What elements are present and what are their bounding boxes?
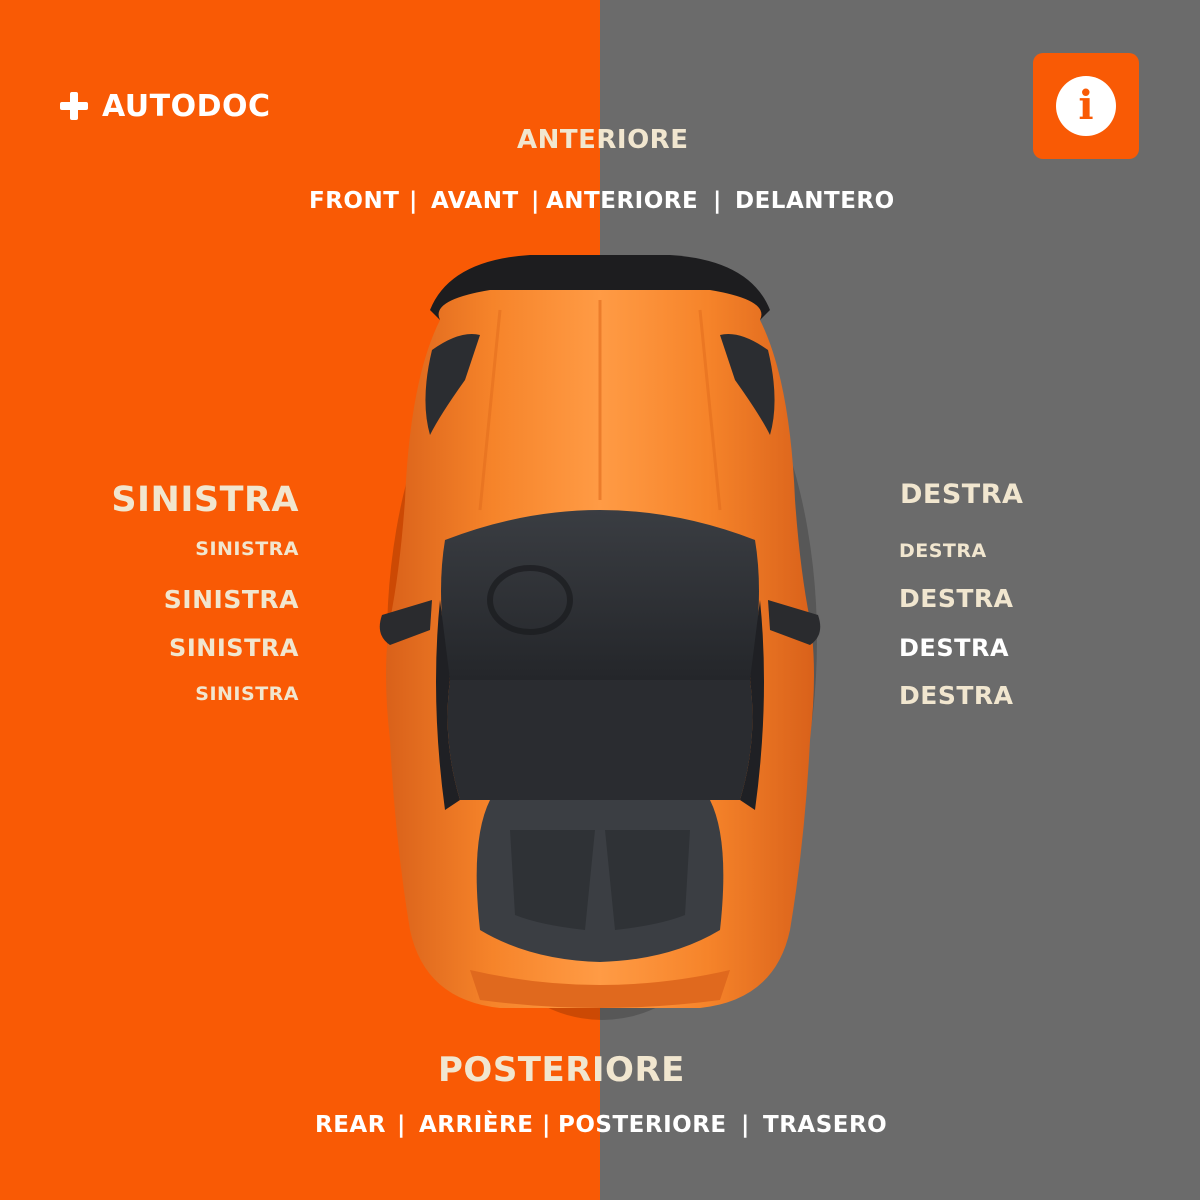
right-label-2: DESTRA xyxy=(899,540,987,562)
left-label-5: SINISTRA xyxy=(195,683,299,705)
plus-cross-icon xyxy=(60,92,88,120)
front-translation-es: DELANTERO xyxy=(735,188,895,214)
rear-translation-it: POSTERIORE xyxy=(558,1112,727,1138)
rear-translation-es: TRASERO xyxy=(763,1112,888,1138)
car-top-view-image xyxy=(379,255,821,1020)
left-label-3: SINISTRA xyxy=(163,585,299,614)
rear-translation-fr: ARRIÈRE xyxy=(419,1112,534,1138)
right-label-5: DESTRA xyxy=(899,681,1014,710)
info-button[interactable]: i xyxy=(1033,53,1139,159)
front-separator-3: | xyxy=(713,188,722,214)
front-separator-2: | xyxy=(531,188,540,214)
info-glyph: i xyxy=(1078,82,1094,129)
left-label-1: SINISTRA xyxy=(111,480,299,520)
rear-separator-1: | xyxy=(397,1112,406,1138)
front-separator-1: | xyxy=(409,188,418,214)
right-label-3: DESTRA xyxy=(899,584,1014,613)
right-label-4: DESTRA xyxy=(899,634,1010,662)
front-translation-it: ANTERIORE xyxy=(546,188,699,214)
logo-wordmark: AUTODOC xyxy=(102,88,271,124)
left-label-4: SINISTRA xyxy=(169,634,299,662)
rear-separator-2: | xyxy=(542,1112,551,1138)
right-label-1: DESTRA xyxy=(900,479,1024,510)
rear-translation-en: REAR xyxy=(315,1112,386,1138)
rear-separator-3: | xyxy=(741,1112,750,1138)
info-icon: i xyxy=(1056,76,1116,136)
rear-translations: REAR | ARRIÈRE | POSTERIORE | TRASERO xyxy=(0,1112,1200,1142)
autodoc-logo[interactable]: AUTODOC xyxy=(60,86,271,126)
left-label-2: SINISTRA xyxy=(195,538,299,560)
front-title: ANTERIORE xyxy=(517,125,689,155)
front-translation-fr: AVANT xyxy=(431,188,519,214)
front-translations: FRONT | AVANT | ANTERIORE | DELANTERO xyxy=(0,188,1200,218)
front-translation-en: FRONT xyxy=(309,188,400,214)
rear-title: POSTERIORE xyxy=(438,1050,685,1090)
